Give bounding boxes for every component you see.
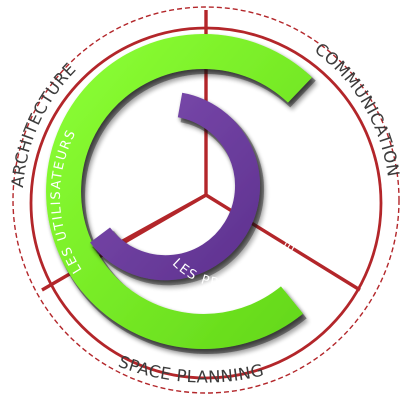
purple-ring	[90, 92, 264, 286]
green-ring	[46, 33, 316, 354]
label-communication: COMMUNICATION	[311, 39, 403, 178]
